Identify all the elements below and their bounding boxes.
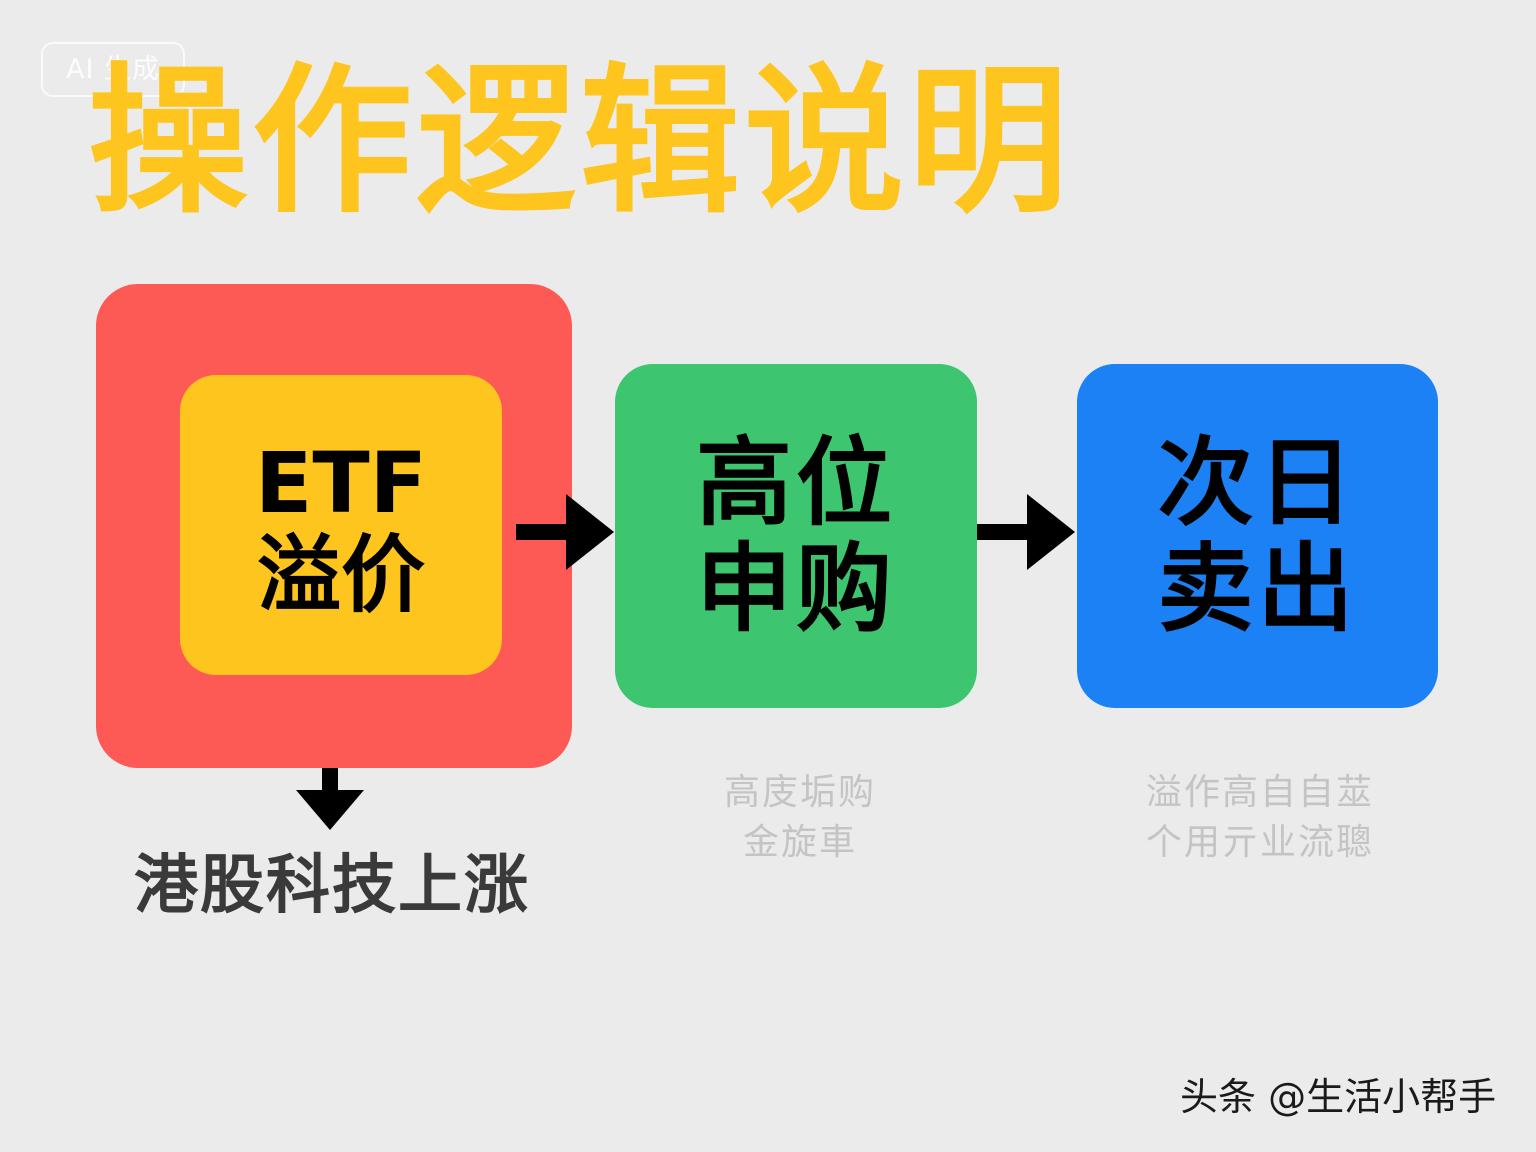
arrow-right-icon (977, 494, 1075, 570)
blue-box-caption: 溢作高自自莁 个用亓业流聰 (1130, 768, 1390, 868)
etf-premium-text: ETF 溢价 (180, 375, 502, 675)
high-subscription-text: 高位 申购 (615, 364, 977, 708)
high-subscription-line-2: 申购 (696, 533, 896, 645)
arrow-right-icon (516, 494, 614, 570)
green-caption-line-2: 金旋車 (742, 822, 857, 863)
next-day-sell-text: 次日 卖出 (1077, 364, 1438, 708)
etf-premium-line-2: 溢价 (256, 526, 425, 624)
green-caption-line-1: 高庋垢购 (723, 772, 876, 813)
arrow-down-icon (296, 768, 364, 830)
etf-premium-box: ETF 溢价 (180, 375, 502, 675)
blue-caption-line-2: 个用亓业流聰 (1145, 822, 1374, 863)
green-box-caption: 高庋垢购 金旋車 (700, 768, 900, 868)
next-day-sell-line-2: 卖出 (1157, 533, 1358, 645)
etf-premium-line-1: ETF (254, 434, 428, 532)
hk-tech-rise-label: 港股科技上涨 (134, 849, 530, 923)
next-day-sell-box: 次日 卖出 (1077, 364, 1438, 708)
high-subscription-box: 高位 申购 (615, 364, 977, 708)
next-day-sell-line-1: 次日 (1157, 427, 1358, 539)
ai-generated-badge: AI 生成 (41, 42, 185, 97)
diagram-title: 操作逻辑说明 (88, 48, 1073, 235)
source-watermark: 头条 @生活小帮手 (1180, 1075, 1497, 1119)
high-subscription-line-1: 高位 (696, 427, 896, 539)
blue-caption-line-1: 溢作高自自莁 (1145, 772, 1374, 813)
